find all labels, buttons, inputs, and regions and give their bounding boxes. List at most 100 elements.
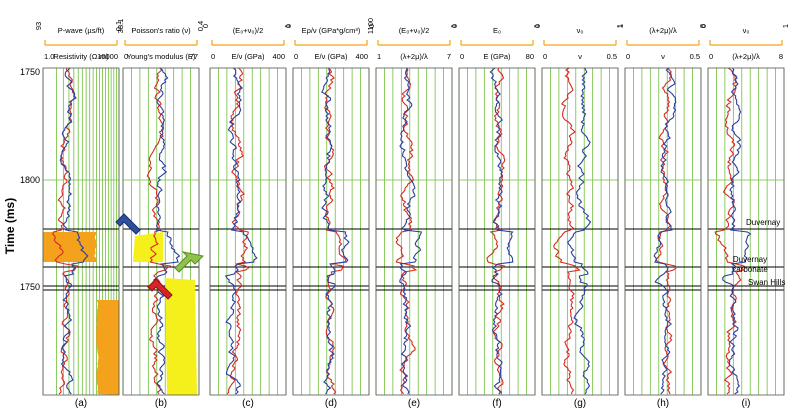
top-tick-left: 0: [201, 24, 210, 28]
bottom-tick-right: 7: [447, 52, 451, 61]
bottom-tick-left: 0: [460, 52, 464, 61]
bottom-tick-left: 0: [294, 52, 298, 61]
y-tick-1750-top: 1750: [20, 67, 40, 77]
top-tick-left: 0: [533, 24, 542, 28]
bottom-header-bg: [218, 50, 278, 62]
panel-frame: [292, 67, 370, 396]
series-line-red: [553, 67, 581, 395]
bottom-tick-right: 400: [272, 52, 285, 61]
bottom-tick-right: 400: [355, 52, 368, 61]
panel-frame: [122, 67, 200, 396]
bottom-tick-left: 1: [377, 52, 381, 61]
series-line-blue: [399, 67, 422, 395]
top-tick-right: 1: [449, 24, 458, 28]
y-tick-1750-bottom: 1750: [20, 282, 40, 292]
series-line-blue: [224, 67, 258, 395]
panel-frame: [707, 67, 785, 396]
area-fill: [165, 278, 197, 395]
panel-label: (g): [574, 398, 586, 409]
series-line-blue: [653, 67, 677, 395]
top-tick-left: 0: [367, 24, 376, 28]
series-line-red: [146, 67, 172, 395]
panel-label: (a): [75, 398, 87, 409]
bottom-tick-right: 0.5: [607, 52, 617, 61]
bottom-header-bg: [384, 50, 444, 62]
blue-arrow-icon: [115, 213, 141, 235]
top-header: P-wave (µs/ft): [58, 26, 105, 35]
top-header: ν₀: [743, 26, 750, 35]
series-line-red: [395, 67, 418, 395]
top-tick-right: 1: [781, 24, 790, 28]
area-fill: [88, 300, 119, 395]
bottom-tick-right: 10000: [97, 52, 118, 61]
bottom-header: (λ+2μ)/λ: [400, 52, 428, 61]
y-tick-1800: 1800: [20, 175, 40, 185]
top-header: ν₀: [577, 26, 584, 35]
bottom-header: Resistivity (Ω·m): [53, 52, 109, 61]
top-header: (E₀+ν₀)/2: [399, 26, 430, 35]
panel-label: (i): [742, 398, 751, 409]
bottom-header: ν: [578, 52, 582, 61]
panel-label: (d): [325, 398, 337, 409]
bottom-header-bg: [716, 50, 776, 62]
top-tick-right: 1100: [366, 18, 375, 34]
top-tick-left: 0: [699, 24, 708, 28]
area-fill: [43, 232, 98, 262]
top-header: Eρ/ν (GPa*g/cm³): [302, 26, 361, 35]
panel-frame: [209, 67, 287, 396]
bottom-header-bg: [51, 50, 111, 62]
bottom-tick-left: 1.0: [44, 52, 54, 61]
top-tick-left: 93: [34, 22, 43, 30]
series-line-blue: [59, 67, 89, 395]
panel-label: (h): [657, 398, 669, 409]
top-tick-left: 1: [616, 24, 625, 28]
panel-label: (f): [492, 398, 501, 409]
y-axis-label: Time (ms): [3, 198, 17, 254]
panel-label: (e): [408, 398, 420, 409]
top-tick-right: 1: [532, 24, 541, 28]
series-line-blue: [722, 67, 752, 395]
panel-label: (b): [155, 398, 167, 409]
bottom-header-bg: [131, 50, 191, 62]
panel-frame: [458, 67, 536, 396]
top-tick-right: 8: [698, 24, 707, 28]
annotation-duvernay-carbonate-line1: Duvernay: [733, 255, 767, 264]
series-line-red: [226, 67, 250, 395]
series-line-red: [714, 67, 745, 395]
area-fill: [133, 232, 163, 262]
bottom-tick-left: 0: [211, 52, 215, 61]
bottom-header-bg: [633, 50, 693, 62]
bottom-tick-right: 8: [779, 52, 783, 61]
panel-frame: [375, 67, 453, 396]
top-tick-left: 0: [284, 24, 293, 28]
bottom-header: (λ+2μ)/λ: [732, 52, 760, 61]
red-arrow-icon: [147, 278, 173, 300]
bottom-header-bg: [467, 50, 527, 62]
top-header: E₀: [493, 26, 501, 35]
annotation-duvernay-carbonate: carbonate: [732, 265, 768, 274]
bottom-header-bg: [550, 50, 610, 62]
panel-frame: [624, 67, 702, 396]
bottom-tick-left: 0: [543, 52, 547, 61]
top-tick-right: 1: [283, 24, 292, 28]
series-line-blue: [152, 67, 181, 395]
bottom-header: ν: [661, 52, 665, 61]
top-tick-right: 0.4: [196, 21, 205, 31]
top-tick-right: 1: [615, 24, 624, 28]
top-tick-right: 38.1: [116, 19, 125, 34]
panel-e: (E₀+ν₀)/2 0 1 (λ+2μ)/λ 1 7 (e): [367, 24, 458, 409]
bottom-header: E/ν (GPa): [232, 52, 265, 61]
bottom-tick-right: 80: [526, 52, 534, 61]
bottom-header: Young's modulus (E): [127, 52, 196, 61]
top-header: (E₀+ν₀)/2: [233, 26, 264, 35]
top-header: (λ+2μ)/λ: [649, 26, 677, 35]
series-line-red: [323, 67, 347, 395]
series-line-blue: [489, 67, 514, 395]
